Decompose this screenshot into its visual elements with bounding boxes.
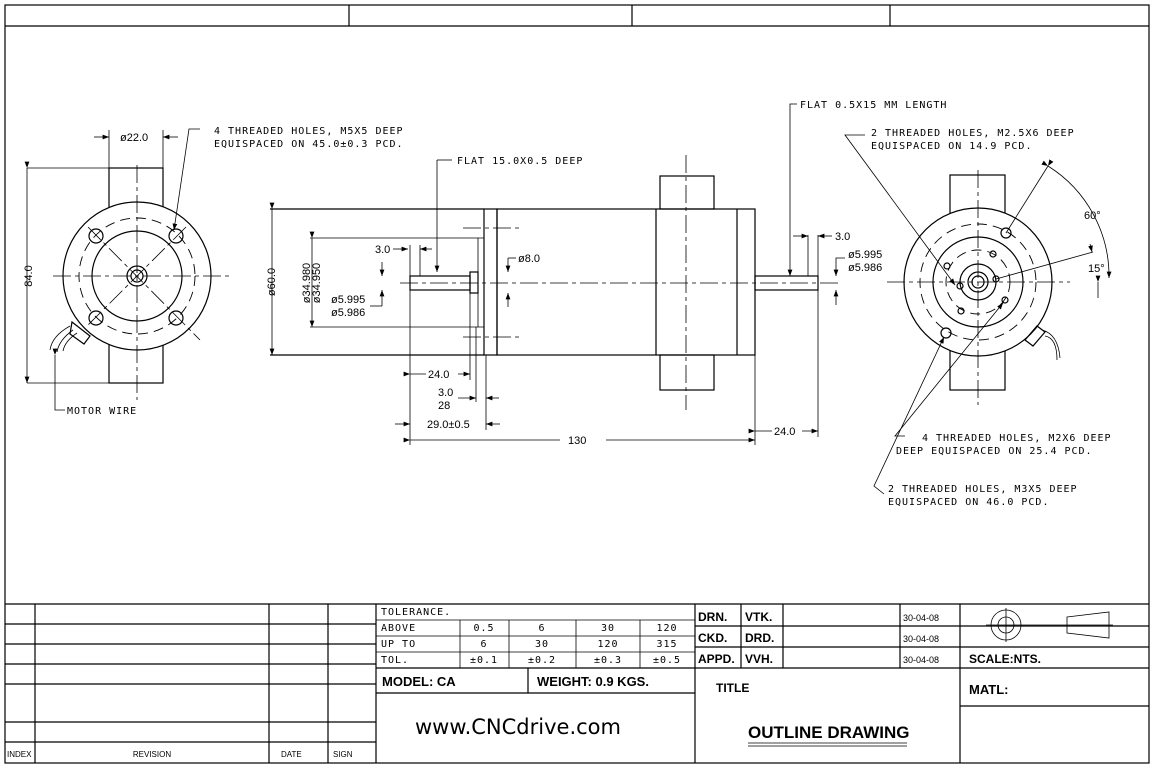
tolerance-cell: ±0.2 — [528, 655, 556, 666]
dim-height: 84.0 — [23, 265, 35, 286]
flange — [483, 208, 498, 356]
holes-note-a: 2 THREADED HOLES, M2.5X6 DEEP — [871, 128, 1075, 139]
tolerance-cell: 30 — [601, 623, 615, 634]
tolerance-cell: 120 — [656, 623, 677, 634]
tolerance-cell: ±0.5 — [653, 655, 681, 666]
dim-rear-shaft: ø5.986 — [848, 262, 882, 274]
approval-date: 30-04-08 — [903, 613, 939, 623]
dim-rear-3: 3.0 — [835, 231, 850, 243]
revision-table: INDEX REVISION DATE SIGN — [5, 604, 377, 763]
tolerance-cell: 6 — [538, 623, 545, 634]
bracket-bottom — [659, 354, 715, 391]
dim-pilot: ø34.950 — [311, 263, 323, 303]
rear-view: 60° 15° 2 THREADED HOLES, M2.5X6 DEEP EQ… — [844, 128, 1112, 508]
tolerance-title: TOLERANCE. — [381, 607, 451, 618]
approval-role: DRN. — [698, 610, 727, 624]
drawing-title: OUTLINE DRAWING — [748, 723, 910, 742]
tolerance-cell: 0.5 — [473, 623, 494, 634]
dim-29: 29.0±0.5 — [427, 419, 470, 431]
approval-name: DRD. — [745, 631, 774, 645]
flat-note: FLAT 15.0X0.5 DEEP — [457, 156, 583, 167]
tolerance-table: TOLERANCE. ABOVE 0.5 6 30 120 UP TO 6 30 120 315T… — [376, 607, 695, 739]
approval-date: 30-04-08 — [903, 655, 939, 665]
wire-gland — [69, 320, 91, 345]
model-label: MODEL: CA — [382, 674, 456, 689]
dim-rear-24: 24.0 — [774, 426, 795, 438]
motor-wire-leads — [49, 325, 78, 353]
bracket-top — [659, 175, 715, 210]
dim-130: 130 — [568, 435, 586, 447]
dim-rear-shaft: ø5.995 — [848, 249, 882, 261]
tolerance-cell: 30 — [535, 639, 549, 650]
dim-boss: ø8.0 — [518, 253, 540, 265]
tolerance-cell: 6 — [480, 639, 487, 650]
dim-28: 28 — [438, 400, 450, 412]
title-block: INDEX REVISION DATE SIGN TOLERANCE. ABOV… — [5, 603, 1149, 763]
dim-pilot: ø34.980 — [301, 263, 313, 303]
tolerance-row-label: TOL. — [381, 655, 409, 666]
dim-flat: 3.0 — [375, 244, 390, 256]
motor-body — [496, 208, 756, 356]
dim-shaft: ø5.995 — [331, 294, 365, 306]
tolerance-cell: ±0.1 — [470, 655, 498, 666]
approval-name: VVH. — [745, 652, 773, 666]
holes-note-c: EQUISPACED ON 46.0 PCD. — [888, 497, 1049, 508]
holes-note: 4 THREADED HOLES, M5X5 DEEP — [214, 126, 404, 137]
col-revision: REVISION — [133, 750, 171, 759]
approval-role: CKD. — [698, 631, 727, 645]
dim-3: 3.0 — [438, 387, 453, 399]
holes-note-a: EQUISPACED ON 14.9 PCD. — [871, 141, 1032, 152]
approvals-table: DRN.VTK.30-04-08CKD.DRD.30-04-08APPD.VVH… — [695, 604, 1149, 669]
website-link[interactable]: www.CNCdrive.com — [415, 715, 621, 739]
motor-wire-label: MOTOR WIRE — [67, 406, 137, 417]
scale-label: SCALE:NTS. — [969, 652, 1041, 666]
threaded-hole-icon — [940, 227, 1012, 339]
holes-note: EQUISPACED ON 45.0±0.3 PCD. — [214, 139, 404, 150]
col-index: INDEX — [7, 750, 32, 759]
holes-note-b: 4 THREADED HOLES, M2X6 DEEP — [922, 433, 1112, 444]
col-date: DATE — [281, 750, 302, 759]
title-label: TITLE — [716, 681, 749, 695]
holes-note-b: DEEP EQUISPACED ON 25.4 PCD. — [896, 446, 1093, 457]
approval-date: 30-04-08 — [903, 634, 939, 644]
sheet-border — [4, 4, 1150, 764]
tolerance-cell: 315 — [656, 639, 677, 650]
angle-15: 15° — [1088, 263, 1105, 275]
angle-60: 60° — [1084, 210, 1101, 222]
dim-24: 24.0 — [428, 369, 449, 381]
side-view: ø60.0 ø34.980 ø34.950 3.0 ø5.995 ø5.986 … — [266, 100, 947, 447]
tolerance-cell: 120 — [597, 639, 618, 650]
third-angle-projection-icon — [986, 608, 1113, 642]
tolerance-cell: ±0.3 — [594, 655, 622, 666]
approval-name: VTK. — [745, 610, 772, 624]
dim-width: ø22.0 — [120, 132, 148, 144]
approval-role: APPD. — [698, 652, 735, 666]
tolerance-row-label: ABOVE — [381, 623, 416, 634]
rear-flat-note: FLAT 0.5X15 MM LENGTH — [800, 100, 947, 111]
material-label: MATL: — [969, 682, 1008, 697]
front-view: 84.0 ø22.0 4 THREADED HOLES, M5X5 DEEP E… — [23, 126, 404, 417]
weight-label: WEIGHT: 0.9 KGS. — [537, 674, 649, 689]
dim-shaft: ø5.986 — [331, 307, 365, 319]
dim-body-diameter: ø60.0 — [266, 268, 278, 296]
col-sign: SIGN — [333, 750, 353, 759]
holes-note-c: 2 THREADED HOLES, M3X5 DEEP — [888, 484, 1078, 495]
tolerance-row-label: UP TO — [381, 639, 416, 650]
